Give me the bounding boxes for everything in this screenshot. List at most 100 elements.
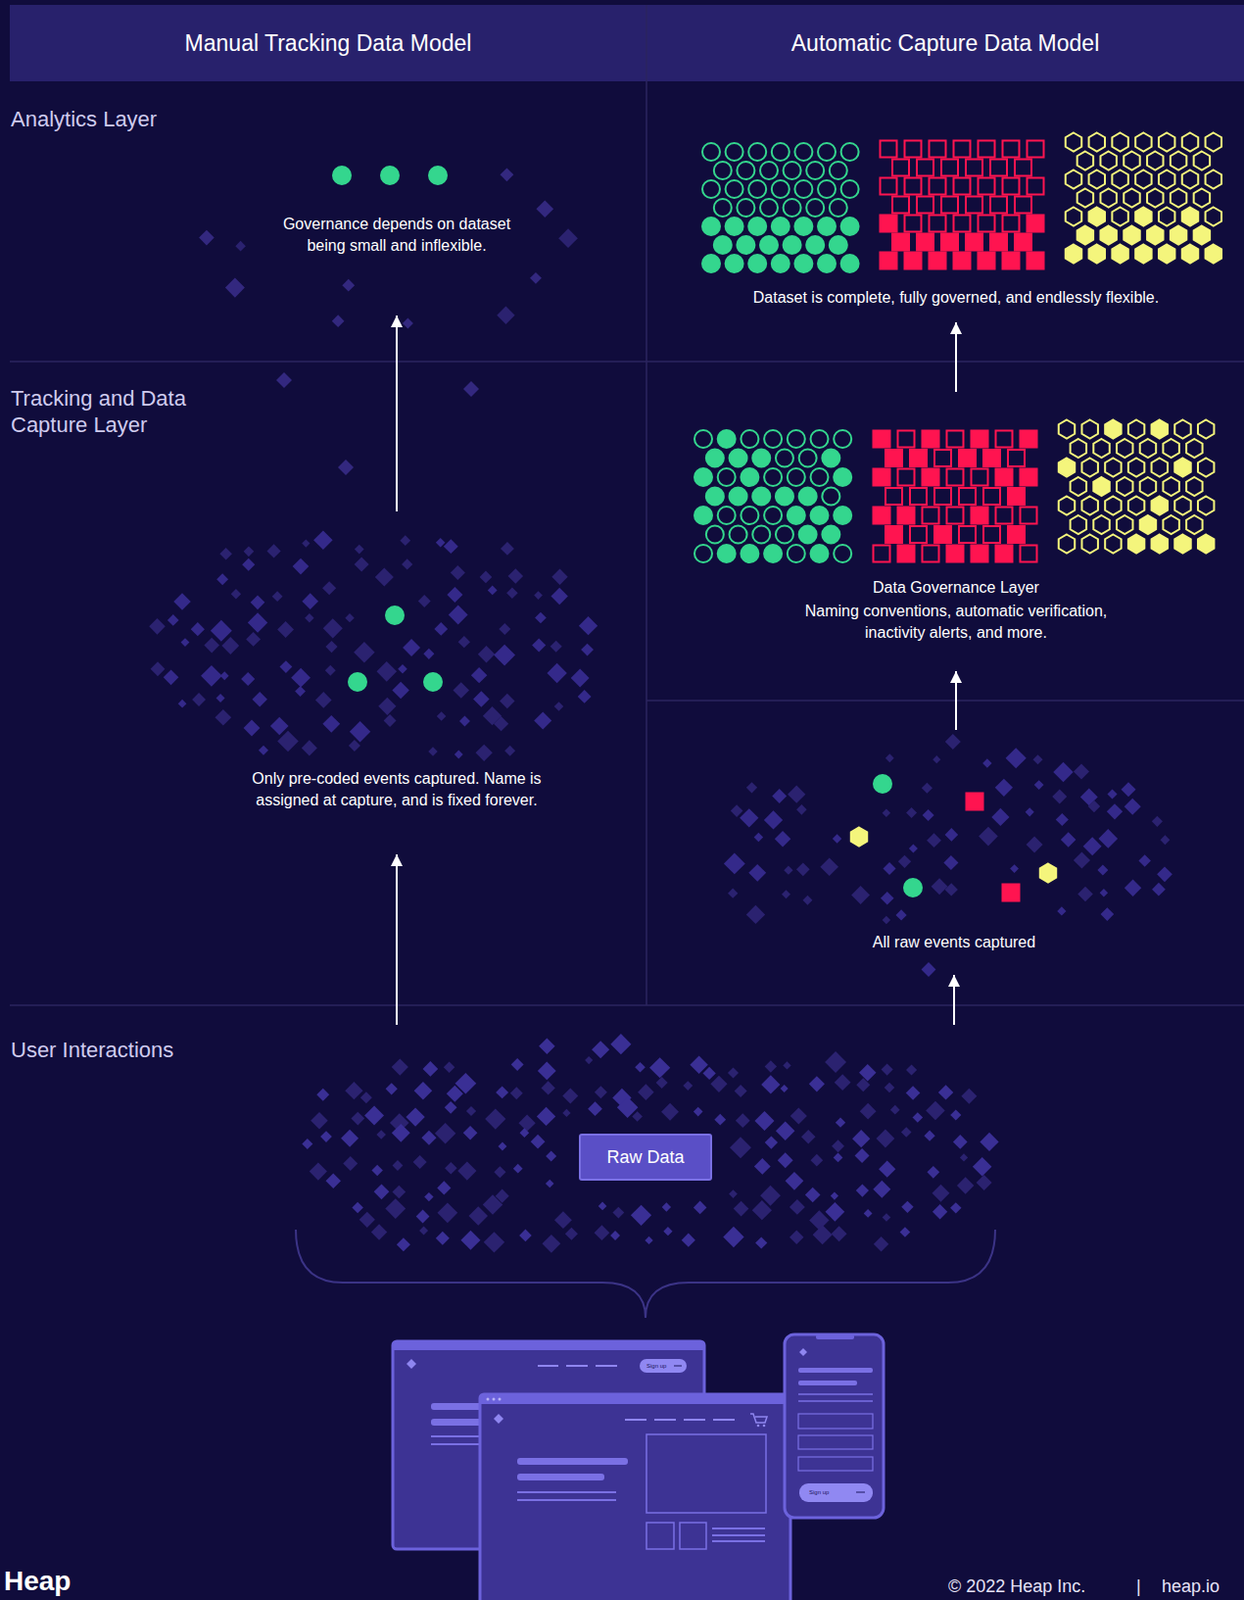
- event-hexagon: [1058, 458, 1075, 478]
- event-square: [873, 507, 891, 525]
- event-diamond: [323, 618, 343, 638]
- event-circle: [841, 254, 860, 273]
- event-diamond: [498, 1142, 508, 1151]
- event-diamond: [945, 827, 959, 842]
- event-hexagon: [1151, 496, 1168, 516]
- event-square: [934, 487, 952, 505]
- event-diamond: [754, 1110, 774, 1131]
- event-diamond: [1097, 863, 1108, 875]
- event-hexagon: [1104, 534, 1121, 554]
- event-diamond: [450, 565, 466, 580]
- event-square: [941, 159, 958, 177]
- event-diamond: [921, 782, 933, 794]
- browser-window: [479, 1393, 791, 1600]
- event-diamond: [518, 1114, 535, 1132]
- event-hexagon: [1197, 496, 1214, 516]
- event-square: [929, 178, 947, 195]
- thumb-box: [679, 1522, 707, 1549]
- event-diamond: [748, 863, 766, 882]
- event-diamond: [733, 1200, 750, 1217]
- row-divider: [9, 360, 1244, 363]
- event-diamond: [546, 663, 567, 683]
- event-diamond: [960, 1088, 977, 1104]
- input-box: [798, 1413, 873, 1429]
- event-diamond: [1151, 882, 1166, 897]
- event-circle: [841, 217, 860, 236]
- event-square: [929, 252, 947, 270]
- event-circle: [706, 487, 724, 506]
- event-hexagon: [1123, 151, 1140, 171]
- event-circle: [694, 544, 713, 563]
- event-hexagon: [1194, 189, 1210, 208]
- event-square: [941, 234, 958, 251]
- event-diamond: [277, 730, 299, 753]
- event-diamond: [921, 961, 937, 977]
- event-hexagon: [1077, 189, 1094, 208]
- event-diamond: [656, 1076, 669, 1089]
- event-hexagon: [1135, 170, 1151, 190]
- event-diamond: [1009, 863, 1019, 873]
- event-diamond: [500, 541, 515, 556]
- event-hexagon: [851, 827, 867, 847]
- event-diamond: [457, 1161, 477, 1181]
- event-circle: [729, 449, 748, 468]
- event-diamond: [550, 640, 563, 653]
- event-diamond: [1124, 798, 1142, 815]
- event-square: [934, 449, 952, 467]
- event-diamond: [735, 1112, 751, 1128]
- event-square: [885, 487, 903, 505]
- event-diamond: [995, 778, 1013, 797]
- event-circle: [817, 254, 836, 273]
- event-diamond: [796, 862, 811, 877]
- event-diamond: [219, 547, 233, 561]
- event-square: [1003, 884, 1020, 902]
- text-line: [517, 1457, 628, 1465]
- event-diamond: [325, 640, 337, 653]
- event-hexagon: [1197, 458, 1214, 478]
- event-diamond: [565, 1227, 578, 1241]
- event-diamond: [272, 590, 284, 602]
- caption: Naming conventions, automatic verificati…: [774, 600, 1138, 644]
- event-square: [1014, 196, 1032, 214]
- event-hexagon: [1151, 458, 1168, 478]
- event-square: [996, 430, 1013, 448]
- event-circle: [771, 254, 790, 273]
- event-diamond: [434, 1122, 456, 1144]
- event-diamond: [856, 1077, 870, 1092]
- event-square: [947, 430, 964, 448]
- event-square: [978, 252, 996, 270]
- event-hexagon: [1174, 420, 1191, 439]
- event-diamond: [376, 1129, 386, 1140]
- event-diamond: [342, 1155, 358, 1171]
- event-hexagon: [1151, 534, 1168, 554]
- event-square: [996, 469, 1013, 486]
- event-circle: [736, 236, 755, 254]
- event-diamond: [833, 1152, 844, 1163]
- event-circle: [799, 449, 817, 468]
- event-hexagon: [1147, 189, 1163, 208]
- event-diamond: [785, 1171, 805, 1191]
- event-diamond: [198, 230, 215, 246]
- event-diamond: [459, 716, 471, 727]
- event-hexagon: [1116, 515, 1133, 534]
- event-diamond: [371, 1223, 387, 1240]
- event-square: [880, 252, 898, 270]
- event-diamond: [727, 888, 738, 899]
- event-diamond: [631, 1110, 643, 1122]
- event-hexagon: [1174, 496, 1191, 516]
- event-diamond: [612, 1206, 624, 1219]
- event-square: [965, 234, 983, 251]
- event-circle: [764, 506, 782, 525]
- event-circle: [829, 198, 848, 217]
- event-diamond: [376, 661, 397, 682]
- event-circle: [771, 217, 790, 236]
- event-circle: [694, 468, 713, 486]
- event-square: [873, 430, 891, 448]
- event-diamond: [510, 1086, 524, 1100]
- caption: All raw events captured: [748, 931, 1160, 954]
- event-diamond: [789, 1229, 804, 1244]
- event-diamond: [214, 709, 232, 726]
- event-diamond: [729, 1136, 752, 1158]
- brand-logo: Heap: [3, 1565, 71, 1597]
